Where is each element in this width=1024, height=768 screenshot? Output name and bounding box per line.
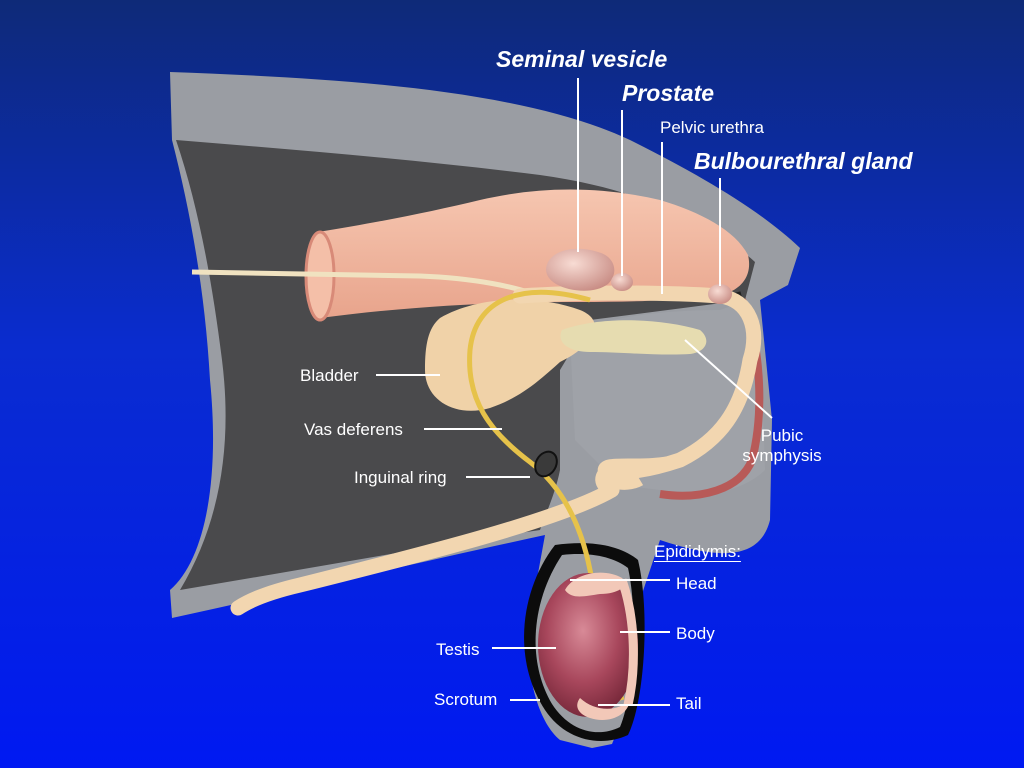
label-scrotum: Scrotum bbox=[434, 690, 498, 709]
prostate bbox=[611, 273, 633, 291]
seminal-vesicle bbox=[546, 248, 615, 291]
label-vas-deferens: Vas deferens bbox=[304, 420, 403, 439]
label-inguinal-ring: Inguinal ring bbox=[354, 468, 447, 487]
label-bladder: Bladder bbox=[300, 366, 359, 385]
epididymis-body bbox=[617, 578, 638, 707]
label-pelvic-urethra: Pelvic urethra bbox=[660, 118, 764, 137]
leader-lines bbox=[376, 78, 773, 706]
inguinal-ring bbox=[534, 450, 558, 478]
bulbourethral-gland bbox=[708, 284, 732, 304]
label-bulbourethral-gland: Bulbourethral gland bbox=[694, 148, 913, 174]
label-body: Body bbox=[676, 624, 715, 643]
bladder bbox=[425, 299, 595, 411]
epididymis-head bbox=[565, 572, 625, 597]
label-head: Head bbox=[676, 574, 717, 593]
label-epididymis: Epididymis: bbox=[654, 542, 741, 561]
epididymis-tail bbox=[577, 698, 630, 720]
label-pubic-symphysis: Pubic symphysis bbox=[732, 426, 832, 466]
label-prostate: Prostate bbox=[622, 80, 715, 106]
label-seminal-vesicle: Seminal vesicle bbox=[496, 46, 668, 72]
pubic-symphysis bbox=[560, 320, 707, 355]
label-symphysis: symphysis bbox=[742, 446, 822, 465]
label-pubic: Pubic bbox=[760, 426, 804, 445]
label-testis: Testis bbox=[436, 640, 480, 659]
testis bbox=[538, 573, 638, 717]
leader-pubic-symphysis bbox=[684, 339, 773, 419]
label-tail: Tail bbox=[676, 694, 702, 713]
sigmoid-flexure bbox=[597, 454, 682, 490]
